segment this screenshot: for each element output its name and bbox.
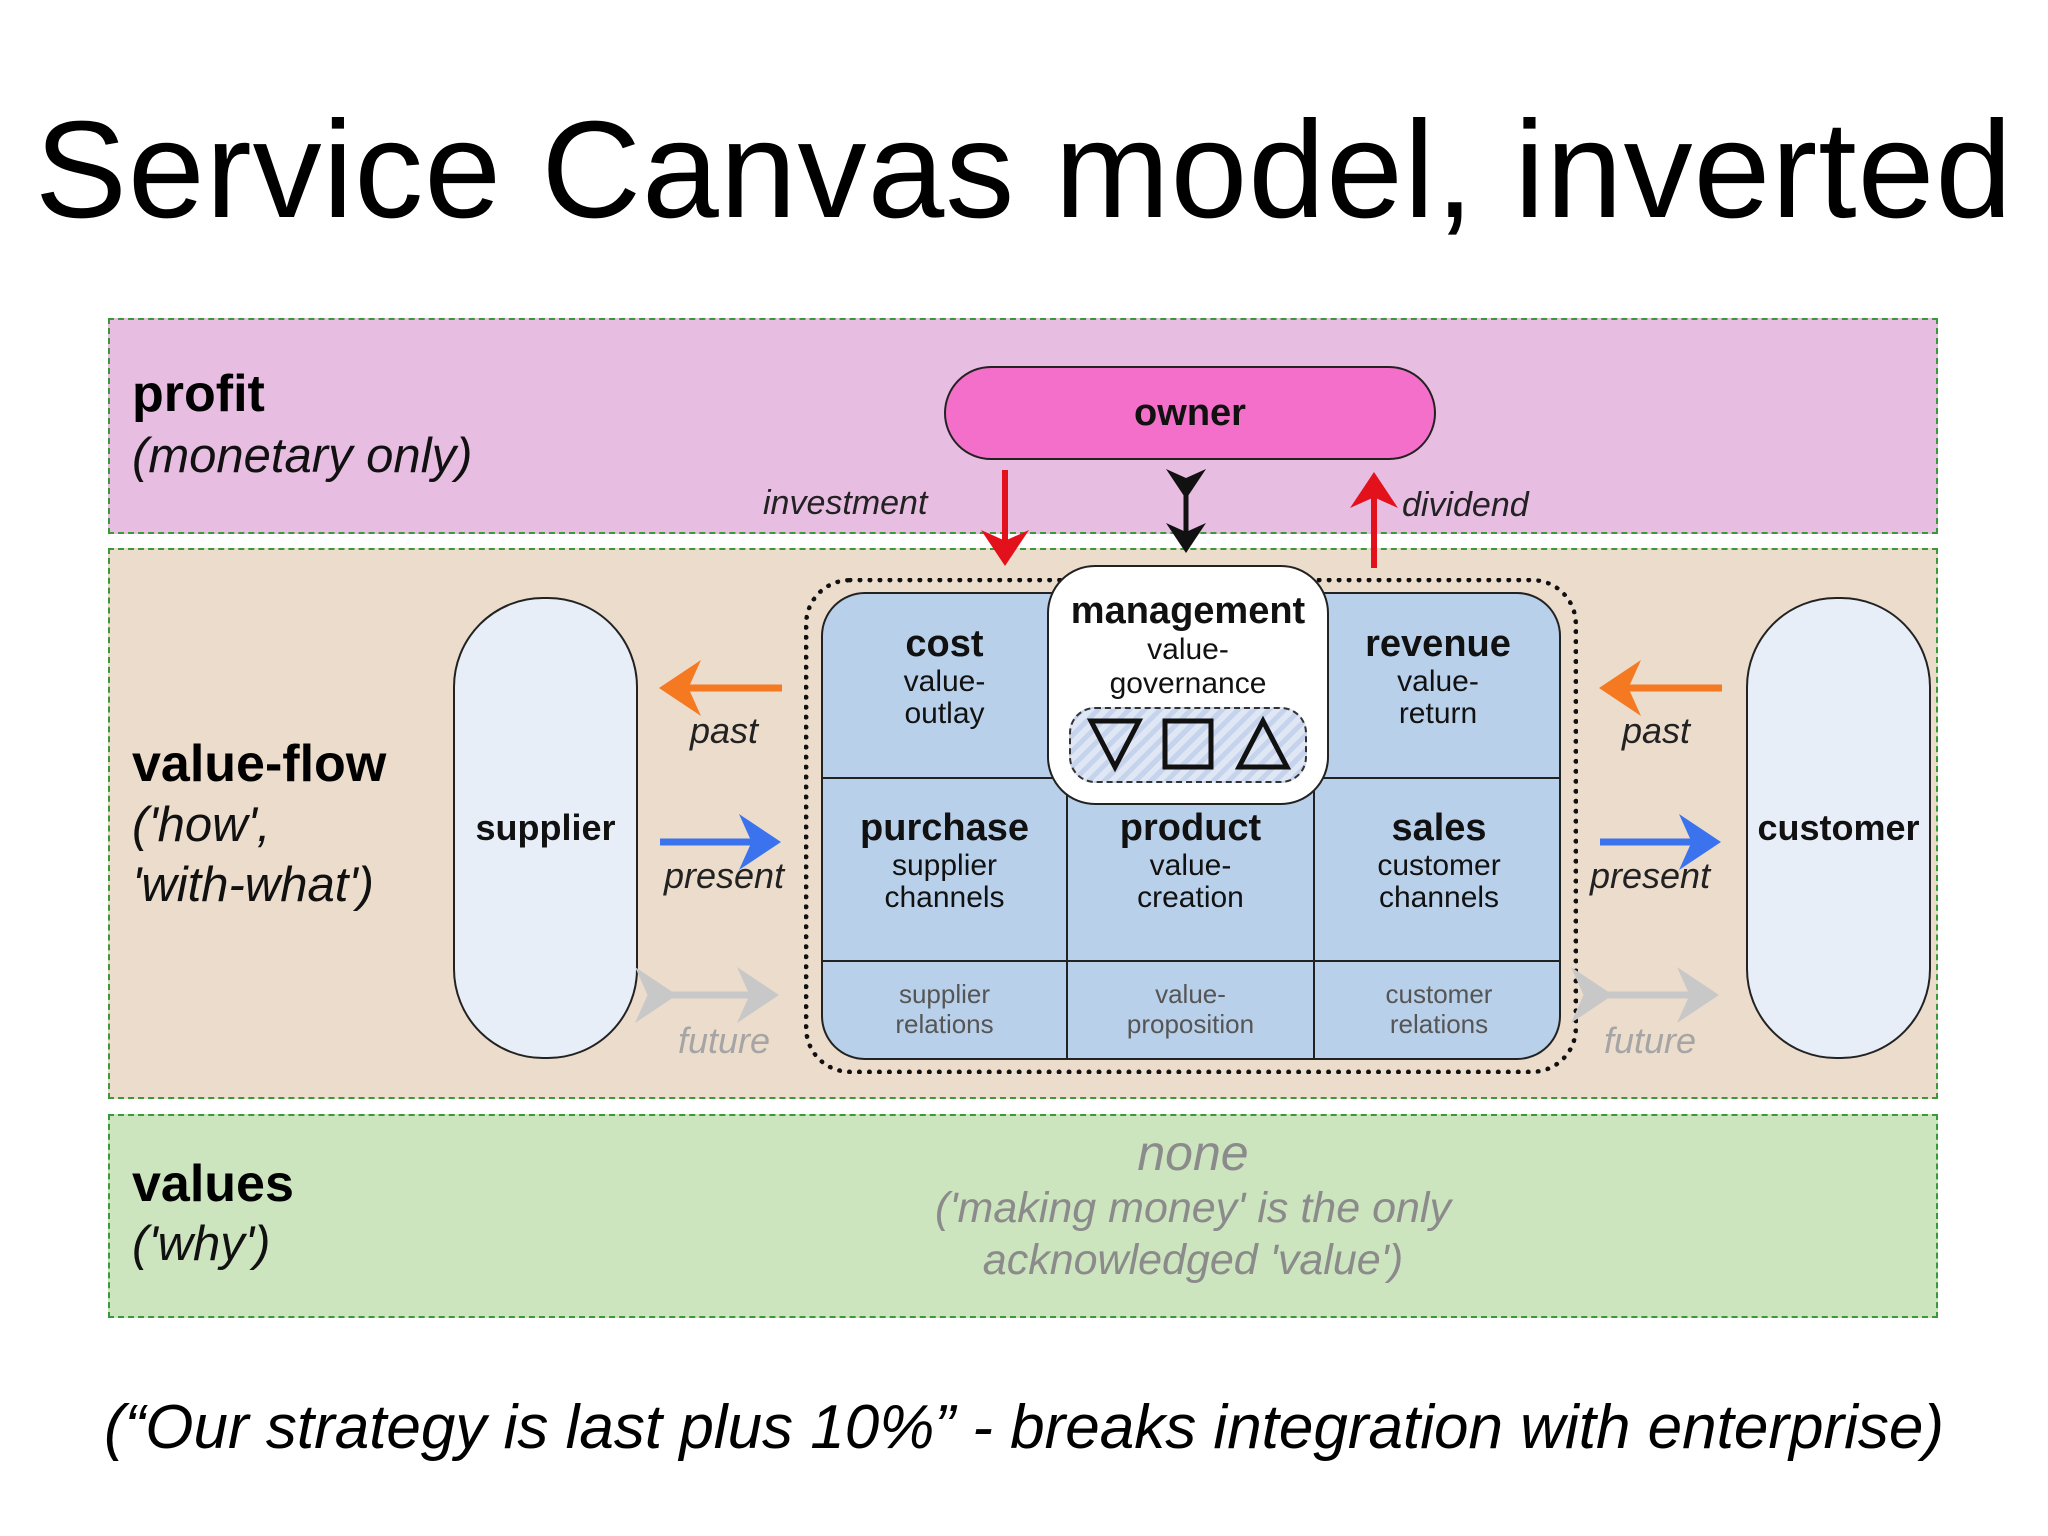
profit-subtitle: (monetary only) [132, 429, 473, 483]
values-text: none ('making money' is the only acknowl… [858, 1124, 1528, 1286]
left-future-label: future [678, 1020, 771, 1061]
product-title: product [1119, 807, 1262, 849]
sales-cell: sales customer channels [1315, 806, 1559, 914]
purchase-line1: supplier [891, 849, 998, 882]
value-flow-subtitle-line2: 'with-what') [132, 858, 374, 912]
cost-line1: value- [903, 665, 986, 698]
owner-box: owner [944, 366, 1436, 460]
supplier-relations-line1: supplier [898, 979, 991, 1009]
cost-cell: cost value- outlay [823, 622, 1066, 730]
values-text-line3: acknowledged 'value') [982, 1236, 1404, 1284]
sales-line2: channels [1378, 881, 1500, 914]
values-band [108, 1114, 1938, 1318]
profit-title: profit [132, 365, 265, 423]
value-proposition-line2: proposition [1126, 1009, 1255, 1039]
customer-relations-line1: customer [1385, 979, 1493, 1009]
core-divider-right [1313, 777, 1315, 1058]
value-proposition-line1: value- [1155, 979, 1226, 1009]
revenue-line2: return [1398, 697, 1478, 730]
value-flow-subtitle-line1: ('how', [132, 798, 271, 852]
footer-caption: (“Our strategy is last plus 10%” - break… [103, 1393, 1945, 1462]
customer-label: customer [1757, 807, 1920, 848]
revenue-cell: revenue value- return [1313, 622, 1559, 730]
management-title: management [1070, 590, 1306, 632]
revenue-line1: value- [1397, 665, 1479, 698]
down-triangle-icon [1086, 718, 1144, 773]
customer-relations-cell: customer relations [1315, 979, 1559, 1039]
value-proposition-cell: value- proposition [1068, 979, 1313, 1039]
values-text-line1: none [1137, 1125, 1249, 1181]
core-divider-left [1066, 777, 1068, 1058]
customer-box: customer [1746, 597, 1931, 1059]
values-text-line2: ('making money' is the only [935, 1184, 1451, 1232]
core-divider-lower [823, 960, 1559, 962]
left-past-label: past [690, 710, 759, 751]
product-cell: product value- creation [1068, 806, 1313, 914]
cost-title: cost [905, 623, 984, 665]
management-box: management value- governance [1047, 565, 1329, 805]
product-line2: creation [1137, 881, 1244, 914]
management-line2: governance [1109, 667, 1267, 700]
purchase-title: purchase [860, 807, 1029, 849]
up-triangle-icon [1234, 715, 1292, 770]
purchase-line2: channels [884, 881, 1005, 914]
management-shapes-panel [1069, 707, 1307, 783]
page-title: Service Canvas model, inverted [34, 93, 2014, 247]
values-subtitle: ('why') [132, 1217, 271, 1271]
sales-title: sales [1391, 807, 1487, 849]
investment-label: investment [763, 484, 928, 522]
sales-line1: customer [1377, 849, 1501, 882]
supplier-relations-cell: supplier relations [823, 979, 1066, 1039]
dividend-label: dividend [1402, 486, 1529, 524]
cost-line2: outlay [904, 697, 985, 730]
revenue-title: revenue [1365, 623, 1511, 665]
owner-label: owner [1134, 391, 1246, 434]
right-future-label: future [1604, 1020, 1697, 1061]
customer-relations-line2: relations [1389, 1009, 1489, 1039]
value-flow-title: value-flow [132, 735, 387, 793]
square-icon [1162, 718, 1214, 770]
service-core: cost value- outlay revenue value- return… [821, 592, 1561, 1060]
right-past-label: past [1622, 710, 1691, 751]
values-title: values [132, 1155, 294, 1213]
product-line1: value- [1149, 849, 1232, 882]
management-line1: value- [1147, 633, 1229, 666]
supplier-box: supplier [453, 597, 638, 1059]
purchase-cell: purchase supplier channels [823, 806, 1066, 914]
supplier-label: supplier [475, 807, 616, 848]
supplier-relations-line2: relations [895, 1009, 994, 1039]
